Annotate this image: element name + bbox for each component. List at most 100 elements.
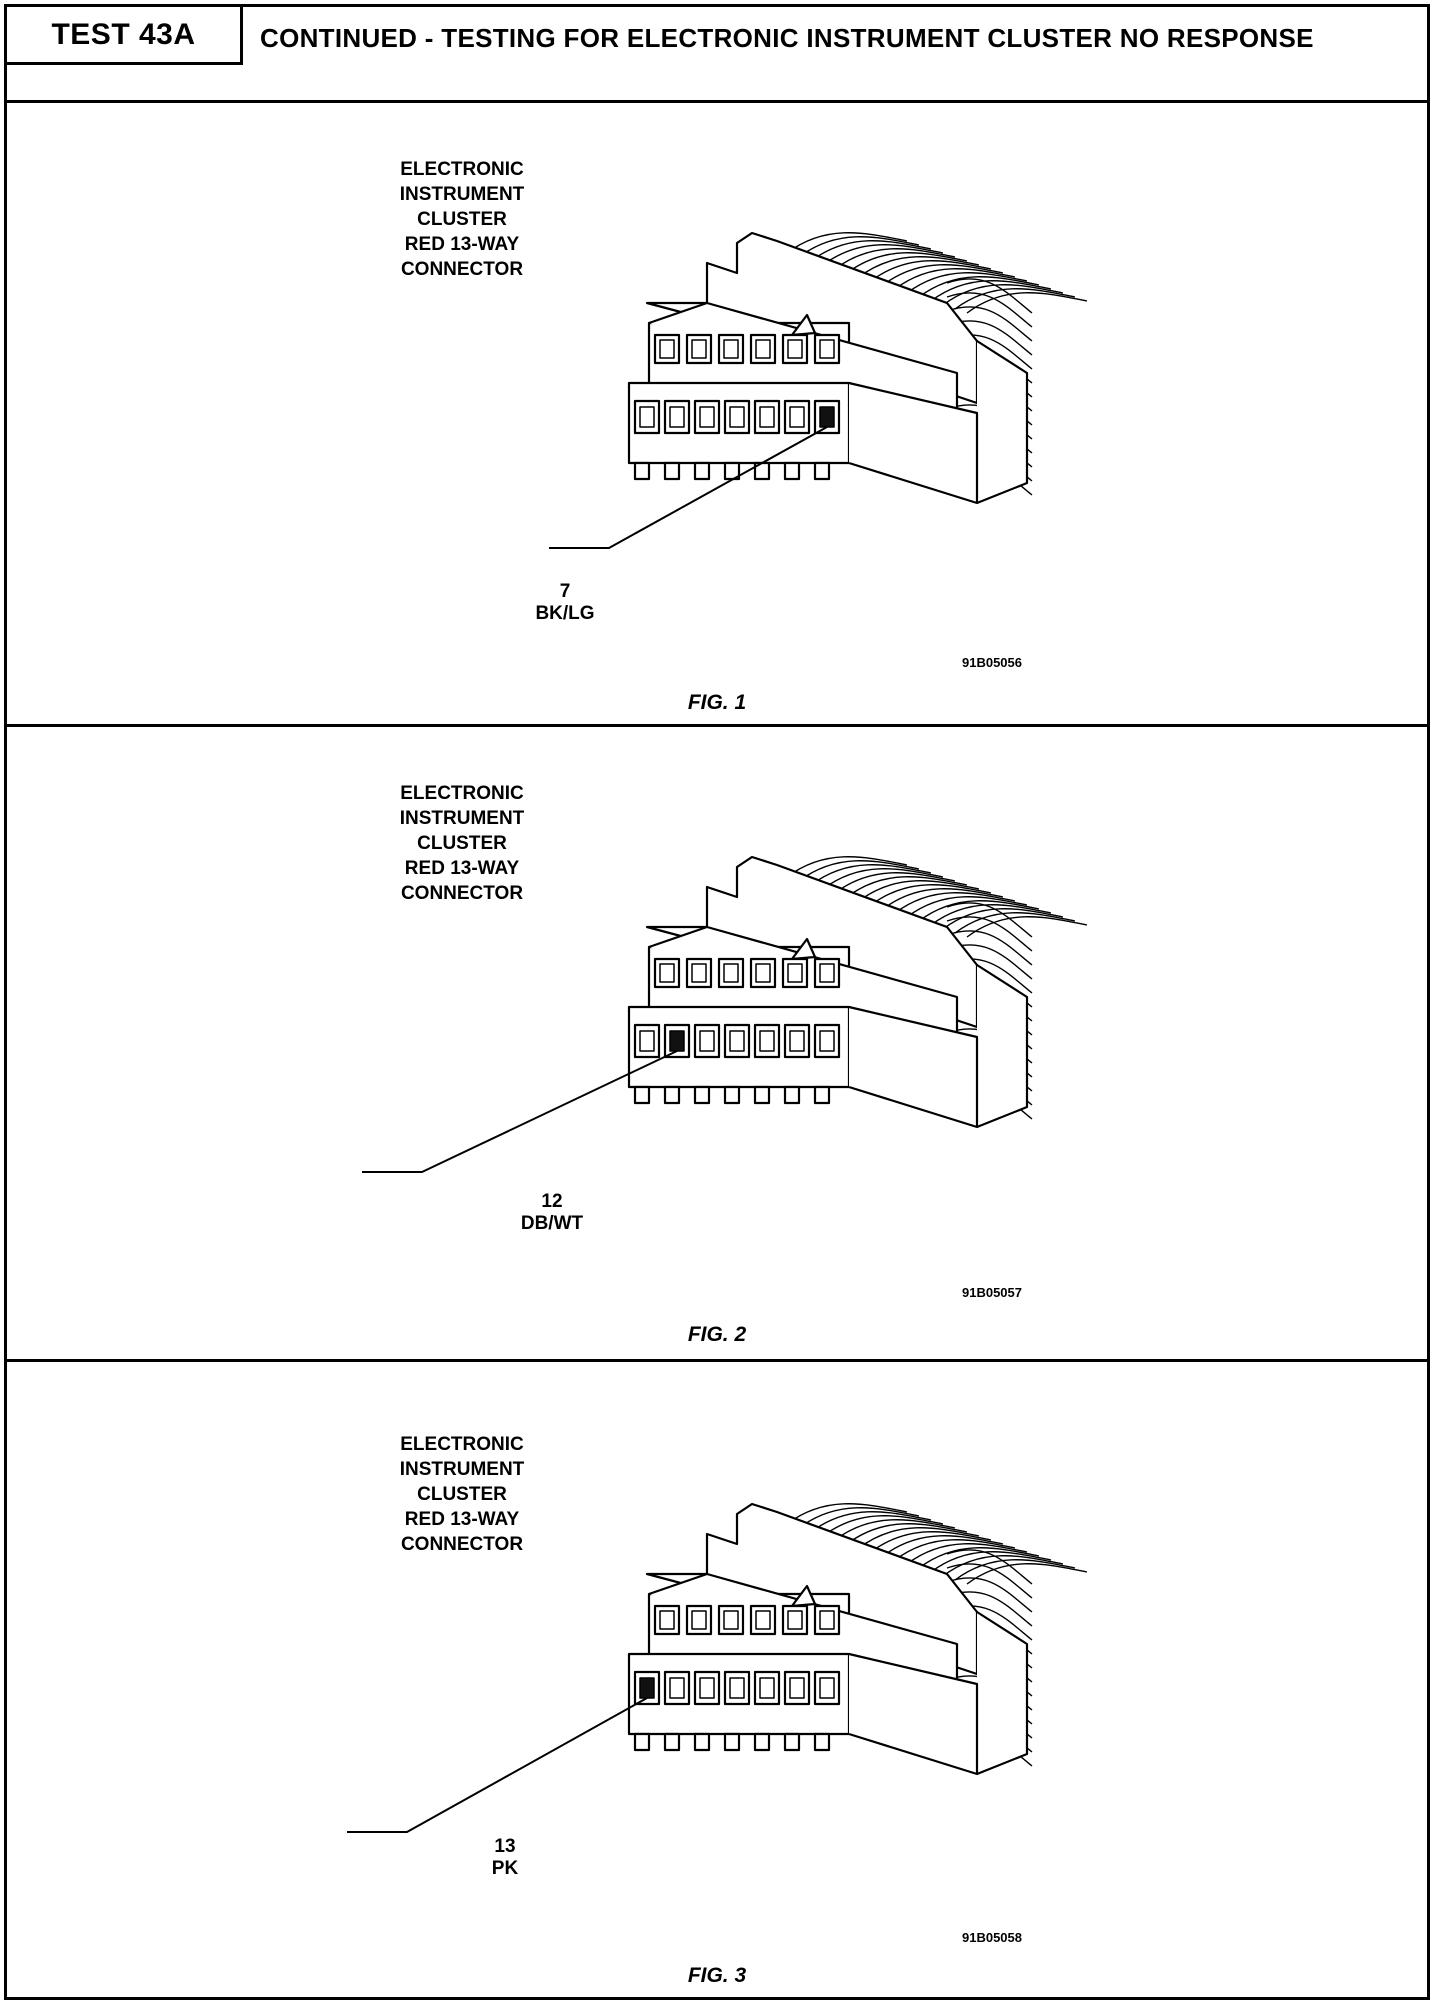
wire-color: BK/LG: [535, 603, 595, 624]
wire-strand: [870, 884, 992, 906]
connector-notch: [693, 1085, 711, 1105]
connector-label-line: RED 13-WAY: [404, 234, 520, 255]
test-number: TEST 43A: [51, 17, 196, 51]
wire-strand: [870, 260, 992, 282]
connector-label-line: CONNECTOR: [400, 259, 524, 280]
wire-strand: [946, 1577, 1033, 1613]
figure-panel-1: ELECTRONIC INSTRUMENT CLUSTER RED 13-WAY…: [7, 103, 1427, 727]
cavity-inner: [729, 406, 745, 428]
connector-label-line: ELECTRONIC: [400, 159, 524, 180]
cavity-inner: [819, 1610, 835, 1630]
wire-strand: [942, 284, 1064, 306]
figure-caption: FIG. 1: [687, 691, 747, 714]
wire-strand: [906, 1543, 1028, 1565]
wire-strand: [966, 292, 1088, 314]
cavity-inner: [669, 1677, 685, 1699]
wire-strand: [918, 276, 1040, 298]
connector-notch: [783, 461, 801, 481]
connector-notch: [753, 1732, 771, 1752]
cavity-inner: [819, 1030, 835, 1052]
connector-label-line: RED 13-WAY: [404, 1509, 520, 1530]
cavity: [685, 957, 713, 989]
wire-strand: [946, 1549, 1033, 1585]
connector-label-line: ELECTRONIC: [400, 783, 524, 804]
wire-strand: [894, 268, 1016, 290]
cavity-inner: [639, 406, 655, 428]
connector-body: [549, 231, 1088, 549]
wire-strand: [882, 264, 1004, 286]
connector-drawing: [362, 855, 1088, 1173]
wire-strand: [822, 1515, 944, 1537]
wire-strand: [946, 902, 1033, 938]
wire-strand: [894, 1539, 1016, 1561]
connector-notch: [663, 1732, 681, 1752]
cavity-inner: [639, 1030, 655, 1052]
connector-notch: [783, 1085, 801, 1105]
connector-label-line: INSTRUMENT: [399, 808, 525, 829]
connector-drawing: [347, 1502, 1088, 1833]
wire-strand: [894, 892, 1016, 914]
connector-label-line: INSTRUMENT: [399, 184, 525, 205]
cavity-inner: [789, 1677, 805, 1699]
side-flange: [976, 1611, 1029, 1776]
wire-strand: [846, 876, 968, 898]
pin-callout: 12 DB/WT: [512, 1191, 592, 1235]
cavity-inner: [819, 963, 835, 983]
pin-number: 7: [559, 581, 571, 602]
wire-strand: [954, 288, 1076, 310]
wire-strand: [930, 904, 1052, 926]
cavity-inner: [789, 1030, 805, 1052]
cavity-inner: [755, 339, 771, 359]
connector-lower-side: [848, 1652, 979, 1776]
pin-number: 12: [541, 1191, 563, 1212]
highlighted-cavity: [639, 1677, 655, 1699]
wire-strand: [786, 856, 908, 878]
wire-color: PK: [491, 1858, 519, 1879]
wire-strand: [810, 864, 932, 886]
cavity-inner: [691, 963, 707, 983]
connector-label-line: CLUSTER: [417, 209, 507, 230]
side-flange: [976, 340, 1029, 505]
pin-callout: 7 BK/LG: [525, 581, 605, 625]
cavity-inner: [723, 339, 739, 359]
connector-label-line: CLUSTER: [417, 1484, 507, 1505]
connector-drawing: [549, 231, 1088, 549]
wire-strand: [918, 1547, 1040, 1569]
highlighted-cavity: [669, 1030, 685, 1052]
pin-callout: 13 PK: [465, 1836, 545, 1880]
cavity-inner: [669, 406, 685, 428]
wire-strand: [954, 912, 1076, 934]
wire-strand: [942, 908, 1064, 930]
cavity-inner: [819, 339, 835, 359]
wire-strand: [786, 232, 908, 254]
connector-label: ELECTRONIC INSTRUMENT CLUSTER RED 13-WAY…: [377, 157, 547, 282]
wire-strand: [834, 248, 956, 270]
cavity-inner: [691, 339, 707, 359]
wire-strand: [918, 900, 1040, 922]
wire-strand: [858, 880, 980, 902]
figure-panel-2: ELECTRONIC INSTRUMENT CLUSTER RED 13-WAY…: [7, 727, 1427, 1362]
wire-strand: [942, 1555, 1064, 1577]
wire-strand: [786, 1503, 908, 1525]
cavity-inner: [659, 339, 675, 359]
connector-notch: [633, 461, 651, 481]
connector-lower-side: [848, 381, 979, 505]
cavity-inner: [787, 963, 803, 983]
wire-strand: [858, 256, 980, 278]
wire-strand: [798, 860, 920, 882]
figure-code: 91B05056: [962, 655, 1022, 670]
connector-lower-side: [848, 1005, 979, 1129]
cavity-inner: [699, 406, 715, 428]
cavity-inner: [819, 1677, 835, 1699]
wire-strand: [946, 292, 1033, 328]
pin-number: 13: [494, 1836, 516, 1857]
connector-notch: [783, 1732, 801, 1752]
cavity-inner: [699, 1030, 715, 1052]
wire-strand: [798, 1507, 920, 1529]
connector-notch: [663, 1085, 681, 1105]
connector-label: ELECTRONIC INSTRUMENT CLUSTER RED 13-WAY…: [377, 781, 547, 906]
wire-strand: [882, 1535, 1004, 1557]
connector-body: [347, 1502, 1088, 1833]
connector-label-line: INSTRUMENT: [399, 1459, 525, 1480]
connector-label-line: CONNECTOR: [400, 883, 524, 904]
